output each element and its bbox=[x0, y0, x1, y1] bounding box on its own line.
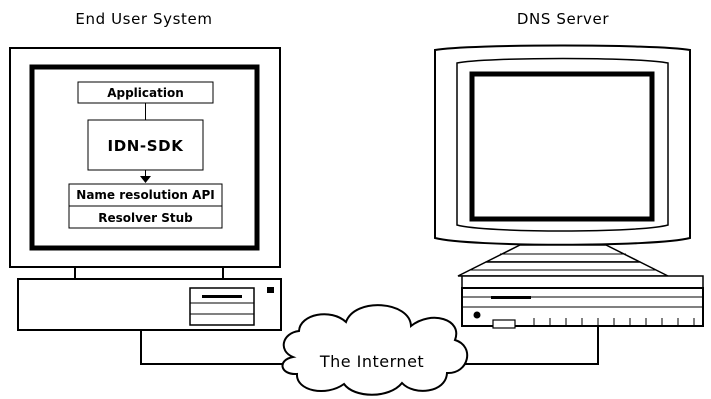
right-monitor-screen bbox=[469, 71, 655, 222]
right-system-unit-top bbox=[461, 275, 704, 289]
resolver-stub-box bbox=[68, 205, 223, 229]
internet-label: The Internet bbox=[319, 352, 424, 371]
right-ventilation-ticks bbox=[533, 318, 695, 326]
right-network-cable bbox=[453, 326, 599, 365]
left-drive-slot bbox=[202, 295, 242, 298]
right-power-button bbox=[473, 311, 481, 319]
dns-server-computer bbox=[434, 44, 704, 329]
left-drive-bay bbox=[189, 287, 255, 326]
application-label: Application bbox=[107, 86, 184, 100]
down-arrow-icon bbox=[140, 176, 151, 183]
name-resolution-api-label: Name resolution API bbox=[76, 188, 214, 202]
right-drive-slot bbox=[491, 296, 531, 299]
dns-server-title: DNS Server bbox=[517, 10, 609, 28]
end-user-system-title: End User System bbox=[75, 10, 212, 28]
right-front-port bbox=[492, 319, 516, 329]
idn-sdk-label: IDN-SDK bbox=[108, 137, 185, 155]
left-network-cable bbox=[140, 330, 289, 365]
left-power-light bbox=[267, 287, 274, 293]
resolver-stub-label: Resolver Stub bbox=[98, 211, 193, 225]
internet-cloud-icon bbox=[281, 304, 469, 396]
right-monitor-base bbox=[457, 261, 669, 277]
software-stack: Application IDN-SDK Name resolution API … bbox=[68, 81, 223, 229]
idn-sdk-box bbox=[87, 119, 204, 171]
